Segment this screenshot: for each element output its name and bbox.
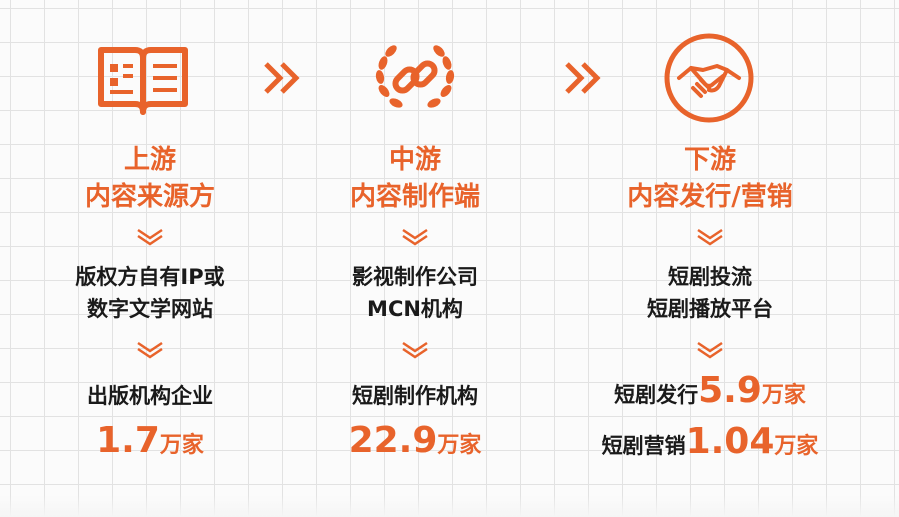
stage-title-line2: 内容制作端 (349, 182, 480, 212)
open-book-icon (93, 28, 193, 128)
stat-value: 1.04 (685, 421, 775, 462)
stat-row-marketing: 短剧营销1.04万家 (560, 419, 860, 470)
desc-line1: 短剧投流 (668, 265, 752, 289)
double-chevron-right-icon (565, 62, 601, 94)
stat-label: 短剧营销 (601, 434, 686, 458)
stat-value-row: 22.9万家 (265, 418, 565, 469)
stage-title-line1: 下游 (683, 145, 736, 175)
desc-line2: 数字文学网站 (87, 297, 213, 321)
stat-label: 出版机构企业 (87, 384, 213, 408)
chain-link-laurel-icon (365, 28, 465, 128)
stat-unit: 万家 (159, 433, 204, 458)
stage-title: 下游 内容发行/营销 (560, 142, 860, 216)
double-chevron-right-icon (264, 62, 300, 94)
stat-unit: 万家 (437, 433, 482, 458)
stage-title: 上游 内容来源方 (0, 142, 300, 216)
stat-unit: 万家 (774, 434, 819, 459)
stat-label: 短剧制作机构 (352, 384, 478, 408)
stage-title: 中游 内容制作端 (265, 142, 565, 216)
stage-title-line1: 中游 (388, 145, 441, 175)
stage-title-line1: 上游 (123, 145, 176, 175)
stat-row-distribution: 短剧发行5.9万家 (560, 368, 860, 419)
handshake-icon (659, 28, 759, 128)
stat-value: 1.7 (96, 420, 160, 461)
stat-value: 5.9 (698, 370, 762, 411)
chevron-down-icon (697, 341, 723, 359)
desc-line2: MCN机构 (367, 297, 463, 321)
stat-unit: 万家 (761, 383, 806, 408)
stage-description: 短剧投流 短剧播放平台 (560, 261, 860, 325)
chevron-down-icon (137, 341, 163, 359)
stat-value-row: 1.7万家 (0, 418, 300, 469)
chevron-down-icon (137, 228, 163, 246)
stage-title-line2: 内容来源方 (84, 182, 215, 212)
desc-line2: 短剧播放平台 (647, 297, 773, 321)
chevron-down-icon (402, 341, 428, 359)
desc-line1: 版权方自有IP或 (75, 265, 225, 289)
stat-value: 22.9 (348, 420, 438, 461)
stat-label: 短剧发行 (614, 383, 699, 407)
chevron-down-icon (697, 228, 723, 246)
stage-description: 版权方自有IP或 数字文学网站 (0, 261, 300, 325)
stage-description: 影视制作公司 MCN机构 (265, 261, 565, 325)
chevron-down-icon (402, 228, 428, 246)
bottom-fade (0, 495, 899, 517)
desc-line1: 影视制作公司 (352, 265, 478, 289)
stage-title-line2: 内容发行/营销 (627, 182, 793, 212)
